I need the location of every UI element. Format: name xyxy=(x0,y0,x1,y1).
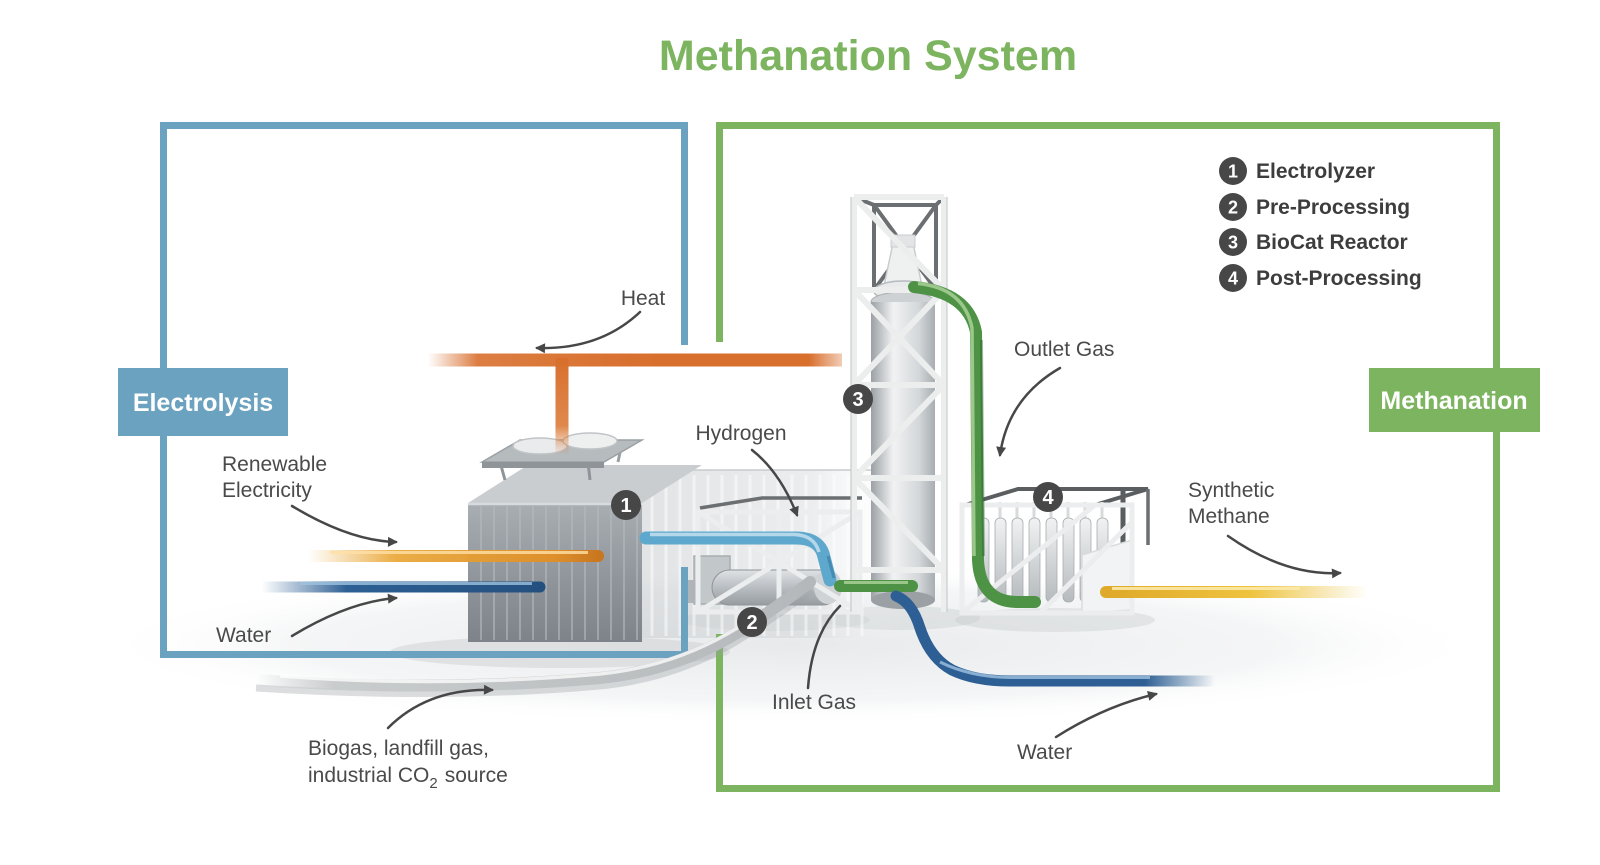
marker-4-number: 4 xyxy=(1042,487,1054,509)
electrolysis-tab-label: Electrolysis xyxy=(133,389,273,417)
marker-2-number: 2 xyxy=(746,612,757,634)
legend-item-biocat-reactor: 3 BioCat Reactor xyxy=(1219,228,1408,256)
legend-item-post-processing: 4 Post-Processing xyxy=(1219,264,1422,292)
electricity-pipe xyxy=(302,550,604,562)
synthetic-methane-label-line1: Synthetic xyxy=(1188,479,1274,502)
biogas-arrow xyxy=(386,684,494,730)
renewable-electricity-arrow xyxy=(290,504,398,547)
water-outlet-pipe xyxy=(890,590,1216,687)
renewable-electricity-label-line2: Electricity xyxy=(222,479,312,502)
legend-number-3: 3 xyxy=(1228,233,1238,253)
water-out-label: Water xyxy=(1017,741,1072,764)
legend-item-electrolyzer: 1 Electrolyzer xyxy=(1219,157,1375,185)
water-out-arrow xyxy=(1054,690,1158,739)
marker-1: 1 xyxy=(611,490,641,520)
biogas-label-source: source xyxy=(445,764,508,787)
water-in-label: Water xyxy=(216,624,271,647)
electrolysis-tab: Electrolysis xyxy=(118,368,288,436)
heat-pipe xyxy=(428,353,842,455)
page-title: Methanation System xyxy=(659,32,1077,80)
legend-number-1: 1 xyxy=(1228,162,1238,182)
inlet-gas-leader xyxy=(806,604,842,690)
legend-item-pre-processing: 2 Pre-Processing xyxy=(1219,193,1410,221)
electrolyzer-front xyxy=(468,503,642,642)
methanation-boundary xyxy=(716,122,1500,792)
methanation-tab: Methanation xyxy=(1369,368,1540,432)
biogas-label-line1: Biogas, landfill gas, xyxy=(308,737,489,760)
electrolyzer-roof xyxy=(468,465,702,503)
legend: 1 Electrolyzer 2 Pre-Processing 3 BioCat… xyxy=(1219,157,1422,292)
marker-3-number: 3 xyxy=(852,389,863,411)
methanation-tab-label: Methanation xyxy=(1380,387,1527,415)
water-inlet-pipe xyxy=(256,581,546,593)
outlet-gas-arrow xyxy=(996,366,1062,457)
marker-4: 4 xyxy=(1033,482,1063,512)
biogas-label-co: industrial CO xyxy=(308,764,429,787)
marker-2: 2 xyxy=(737,607,767,637)
outlet-gas-label: Outlet Gas xyxy=(1014,338,1114,361)
legend-label-post-processing: Post-Processing xyxy=(1256,267,1422,290)
biogas-label-subscript: 2 xyxy=(429,775,437,792)
hydrogen-label: Hydrogen xyxy=(695,422,786,445)
legend-label-biocat-reactor: BioCat Reactor xyxy=(1256,231,1408,254)
methane-pipe xyxy=(1100,586,1371,598)
flow-labels: Heat Renewable Electricity Water Hydroge… xyxy=(216,287,1342,792)
water-in-arrow xyxy=(290,593,398,638)
legend-number-2: 2 xyxy=(1228,198,1238,218)
inlet-gas-pipe xyxy=(834,580,918,592)
biogas-pipe xyxy=(250,576,816,698)
inlet-gas-label: Inlet Gas xyxy=(772,691,856,714)
hydrogen-arrow xyxy=(750,448,799,517)
synthetic-methane-arrow xyxy=(1226,534,1342,579)
renewable-electricity-label-line1: Renewable xyxy=(222,453,327,476)
legend-number-4: 4 xyxy=(1228,269,1238,289)
heat-arrow xyxy=(535,310,642,354)
legend-label-electrolyzer: Electrolyzer xyxy=(1256,160,1375,183)
heat-label: Heat xyxy=(621,287,666,310)
biocat-reactor-unit xyxy=(850,194,948,612)
outlet-gas-pipe xyxy=(908,281,1041,608)
marker-1-number: 1 xyxy=(620,495,631,517)
marker-3: 3 xyxy=(843,384,873,414)
legend-label-pre-processing: Pre-Processing xyxy=(1256,196,1410,219)
synthetic-methane-label-line2: Methane xyxy=(1188,505,1270,528)
biogas-label-line2: industrial CO2 source xyxy=(308,764,508,792)
hydrogen-pipe xyxy=(639,531,837,587)
